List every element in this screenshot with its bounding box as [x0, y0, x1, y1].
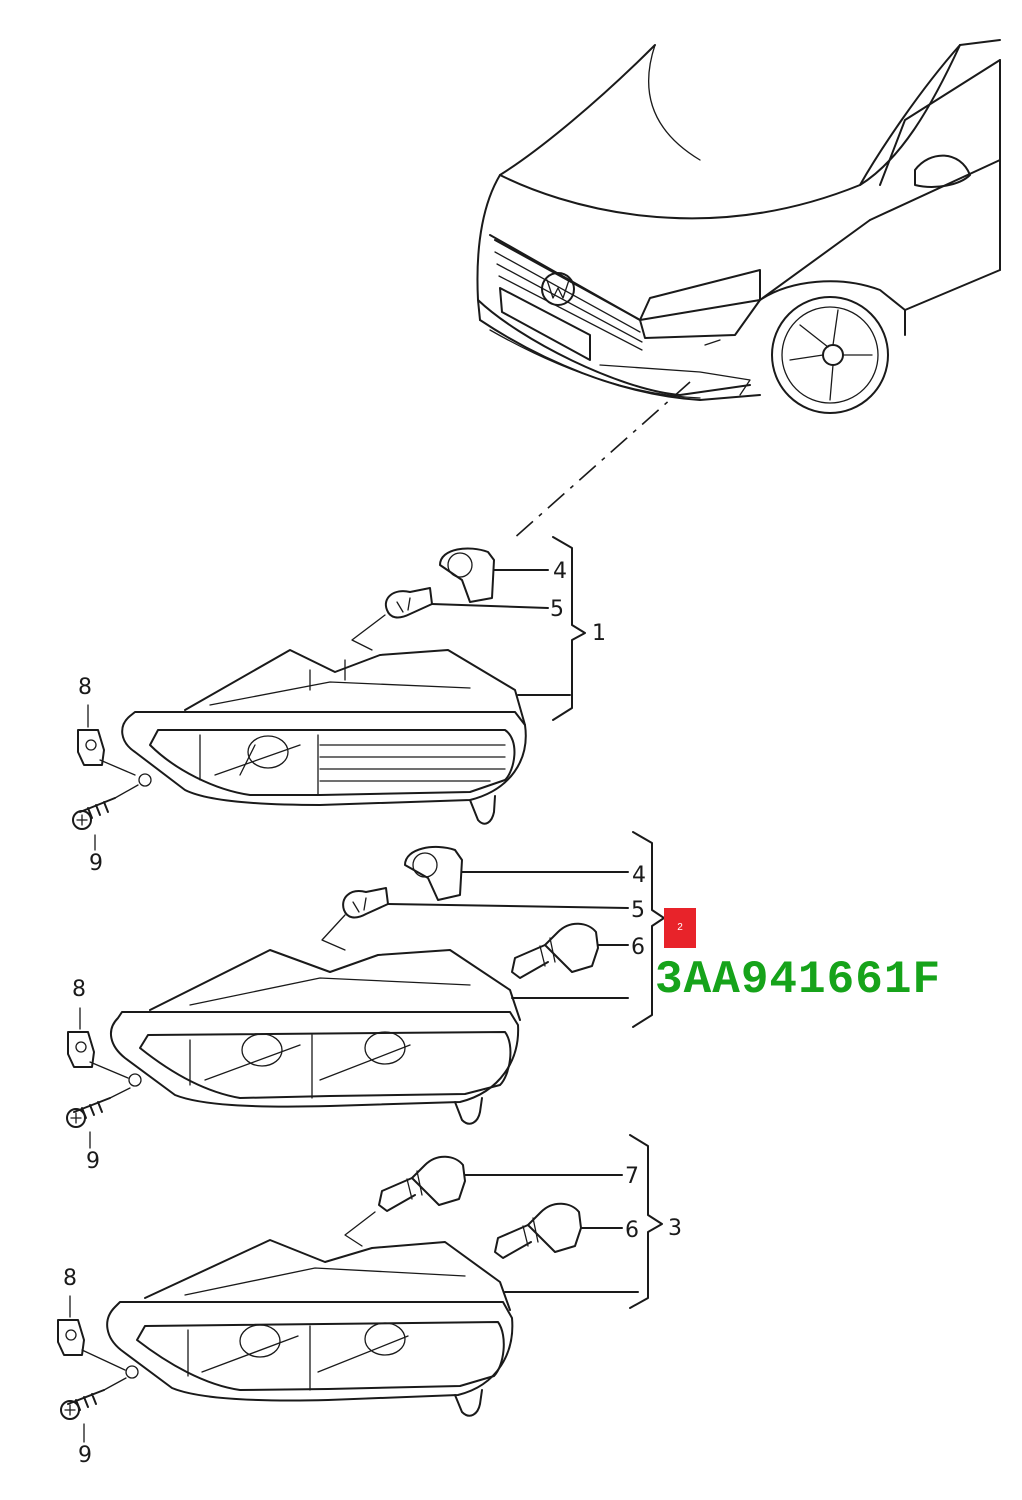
location-dashed-line	[511, 381, 691, 541]
car-illustration	[476, 39, 1001, 414]
group-2-callout-badge: 2	[664, 908, 696, 948]
label-9-group3: 9	[78, 1443, 92, 1468]
label-4-group2: 4	[632, 863, 646, 888]
label-5-group2: 5	[631, 898, 645, 923]
label-3: 3	[668, 1216, 682, 1241]
label-5-group1: 5	[550, 597, 564, 622]
fog-lamp-assembly-2: 4 5 6 8 9	[66, 831, 665, 1174]
label-8-group3: 8	[63, 1266, 77, 1291]
label-7: 7	[625, 1164, 639, 1189]
label-1: 1	[592, 621, 606, 646]
part-number-label: 3AA941661F	[655, 954, 942, 1006]
label-9-group2: 9	[86, 1149, 100, 1174]
label-8-group1: 8	[78, 675, 92, 700]
label-6-group3: 6	[625, 1218, 639, 1243]
fog-lamp-assembly-1: 4 5 1 8 9	[72, 536, 606, 876]
label-4-group1: 4	[553, 559, 567, 584]
label-8-group2: 8	[72, 977, 86, 1002]
label-9-group1: 9	[89, 851, 103, 876]
fog-lamp-assembly-3: 7 6 3 8 9	[57, 1134, 682, 1468]
label-6-group2: 6	[631, 935, 645, 960]
